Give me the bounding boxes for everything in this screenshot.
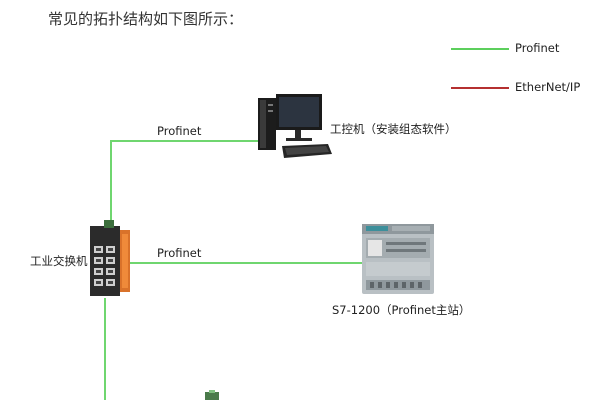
legend-label-ethernet-ip: EtherNet/IP [515,80,581,94]
wire-switch-down [104,298,106,400]
ipc-label: 工控机（安装组态软件） [330,122,457,136]
legend-label-profinet: Profinet [515,41,560,55]
intro-text: 常见的拓扑结构如下图所示： [48,10,244,28]
plc-label: S7-1200（Profinet主站） [332,303,471,317]
wire-switch-ipc-horizontal [110,140,258,142]
desktop-computer-icon [258,94,332,158]
wire-switch-ipc-vertical [110,140,112,227]
legend-line-ethernet-ip [451,87,509,89]
link-label-switch-plc: Profinet [157,246,202,260]
switch-label: 工业交换机 [30,254,88,268]
industrial-switch-icon [90,220,130,296]
wire-switch-plc [129,262,362,264]
device-icon [205,390,219,400]
link-label-switch-ipc: Profinet [157,124,202,138]
legend-line-profinet [451,48,509,50]
plc-icon [362,224,434,294]
